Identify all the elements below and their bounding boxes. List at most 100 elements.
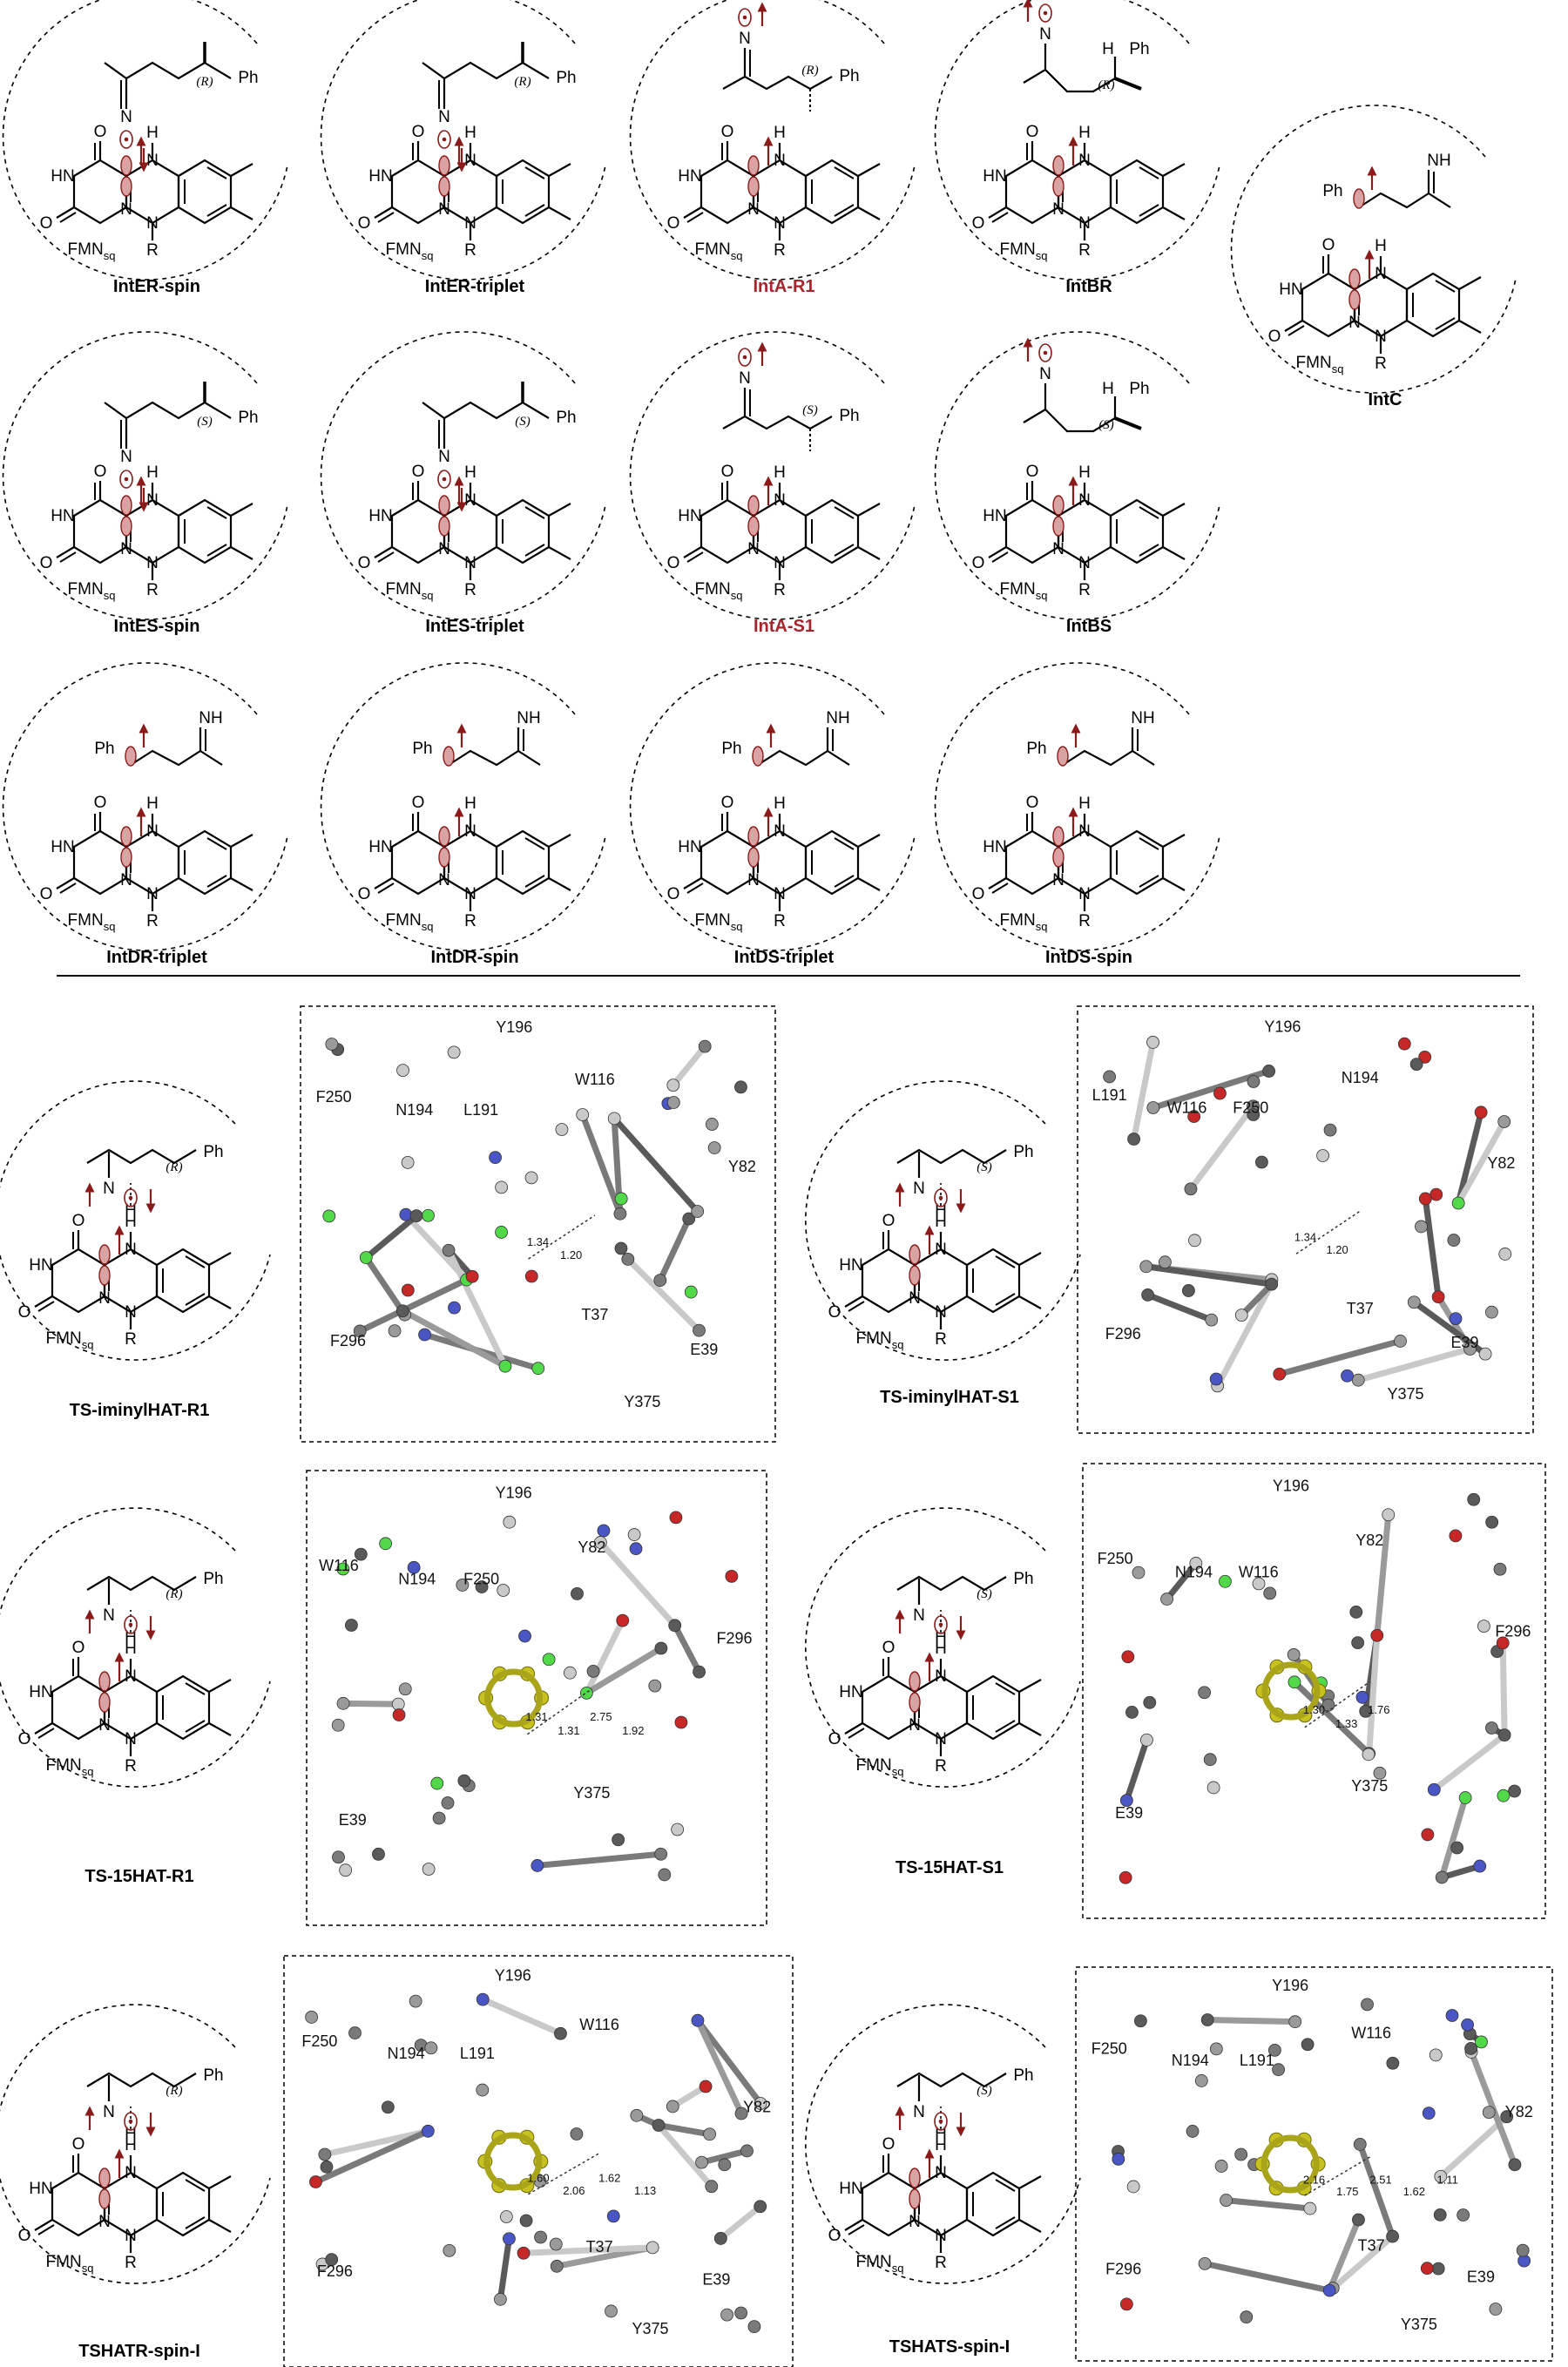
ribityl-r-label: R	[125, 1330, 137, 1349]
stick-bond	[1374, 1511, 1392, 1639]
carbonyl-o-top: O	[72, 1212, 85, 1230]
stick-bond	[657, 1215, 693, 1284]
stick-bond	[1455, 1109, 1484, 1207]
distance-label: 1.62	[1403, 2185, 1425, 2198]
imine-nh-label: NH	[199, 709, 222, 727]
residue-label: Y82	[1505, 2103, 1533, 2120]
ball-atom	[1474, 1106, 1488, 1119]
n3-h-label: HN	[51, 507, 74, 525]
n5-h-label: H	[146, 124, 159, 142]
ball-atom	[398, 1682, 412, 1696]
residue-label: F296	[1495, 1622, 1531, 1640]
ball-atom	[554, 2026, 567, 2040]
ball-atom	[1449, 1312, 1463, 1326]
ball-atom	[1273, 1367, 1287, 1381]
n10-label: N	[146, 885, 159, 903]
carbonyl-o-bottom: O	[40, 214, 53, 233]
ball-atom	[424, 2041, 438, 2055]
ball-atom	[1272, 2063, 1285, 2077]
residue-label: Y375	[1351, 1777, 1388, 1795]
residue-label: E39	[690, 1341, 718, 1358]
ball-atom	[1213, 1086, 1227, 1100]
ball-atom	[1287, 1648, 1301, 1661]
ball-atom	[353, 1324, 367, 1338]
ribityl-r-label: R	[935, 2254, 947, 2272]
residue-label: F250	[463, 1571, 499, 1588]
n5-label: N	[464, 152, 476, 170]
stereo-wedge	[1114, 77, 1142, 91]
ball-atom	[534, 2230, 547, 2244]
carbonyl-o-bottom: O	[972, 885, 985, 903]
stick-bond	[1422, 1195, 1442, 1301]
carbonyl-o-bottom: O	[18, 2227, 31, 2245]
carbonyl-o-bottom: O	[18, 1303, 31, 1322]
fmn-label: FMNsq	[68, 580, 116, 602]
ball-atom	[1394, 1335, 1407, 1348]
ball-atom	[430, 1776, 444, 1790]
n10-label: N	[125, 1730, 137, 1748]
radical-orbital	[124, 2112, 138, 2131]
residue-label: E39	[1451, 1334, 1479, 1351]
ball-atom	[703, 2127, 717, 2141]
ball-atom	[322, 1209, 336, 1223]
ball-atom	[498, 1359, 512, 1373]
residue-label: T37	[581, 1306, 608, 1323]
transition-state-grid: OOHNNHNNRFMNsqNHPh(R)TS-iminylHAT-R1Y196…	[0, 1005, 1553, 2367]
imine-n-label: N	[120, 108, 132, 126]
ball-atom	[1351, 1636, 1365, 1650]
n1-label: N	[120, 200, 132, 219]
phenyl-label: Ph	[839, 407, 859, 425]
substrate-backbone	[757, 749, 850, 767]
stick-bond	[362, 1213, 420, 1261]
ball-atom	[1127, 1133, 1140, 1146]
n10-label: N	[1375, 328, 1387, 346]
carbonyl-o-top: O	[882, 1639, 896, 1657]
ts-panel: OOHNNHNNRFMNsqNHPh(R)TSHATR-spin-IY196F2…	[0, 1955, 794, 2367]
residue-label: F250	[1233, 1099, 1268, 1117]
ball-atom	[325, 1038, 339, 1051]
ball-atom	[1240, 2310, 1254, 2324]
carbonyl-o-top: O	[882, 1212, 896, 1230]
imine-n-label: N	[1039, 25, 1051, 44]
n3-h-label: HN	[51, 838, 74, 856]
stick-bond	[1430, 1732, 1508, 1793]
residue-label: Y82	[578, 1539, 605, 1556]
ball-atom	[1431, 2262, 1445, 2276]
ball-atom	[1352, 2213, 1365, 2227]
ball-atom	[1409, 1058, 1423, 1072]
ball-atom	[1485, 1721, 1498, 1735]
ball-atom	[1456, 2208, 1470, 2222]
ts-phenyl-label: Ph	[1013, 1570, 1033, 1588]
distance-label: 1.34	[1294, 1231, 1316, 1244]
residue-label: L191	[1092, 1086, 1127, 1104]
ts-imine-n-label: N	[103, 1180, 115, 1198]
ball-atom	[1316, 1149, 1329, 1162]
n5-label: N	[935, 1667, 947, 1686]
carbonyl-o-bottom: O	[40, 885, 53, 903]
stick-bond	[655, 2121, 715, 2190]
phenyl-label: Ph	[1026, 740, 1046, 758]
ball-atom	[1234, 1309, 1248, 1322]
residue-label: F296	[330, 1332, 366, 1349]
n5-label: N	[1078, 822, 1091, 841]
distance-label: 1.20	[560, 1248, 582, 1261]
ts-label: TS-15HAT-R1	[84, 1867, 193, 1886]
ball-atom	[1420, 2262, 1434, 2276]
ball-atom	[1435, 1870, 1449, 1884]
phenyl-label: Ph	[1129, 380, 1149, 398]
ball-atom	[707, 1141, 721, 1154]
ball-atom	[1485, 1515, 1499, 1529]
n10-label: N	[125, 1303, 137, 1322]
n3-h-label: HN	[983, 838, 1006, 856]
n3-h-label: HN	[839, 1256, 862, 1275]
ribityl-r-label: R	[774, 241, 786, 260]
imine-n-label: N	[1039, 365, 1051, 383]
n5-h-label: H	[125, 2136, 137, 2154]
active-site-boundary	[934, 662, 1220, 951]
n10-label: N	[935, 2227, 947, 2245]
phenyl-label: Ph	[1129, 40, 1149, 58]
substrate-backbone	[448, 749, 541, 767]
n3-h-label: HN	[368, 167, 392, 186]
fmn-label: FMNsq	[695, 911, 743, 933]
